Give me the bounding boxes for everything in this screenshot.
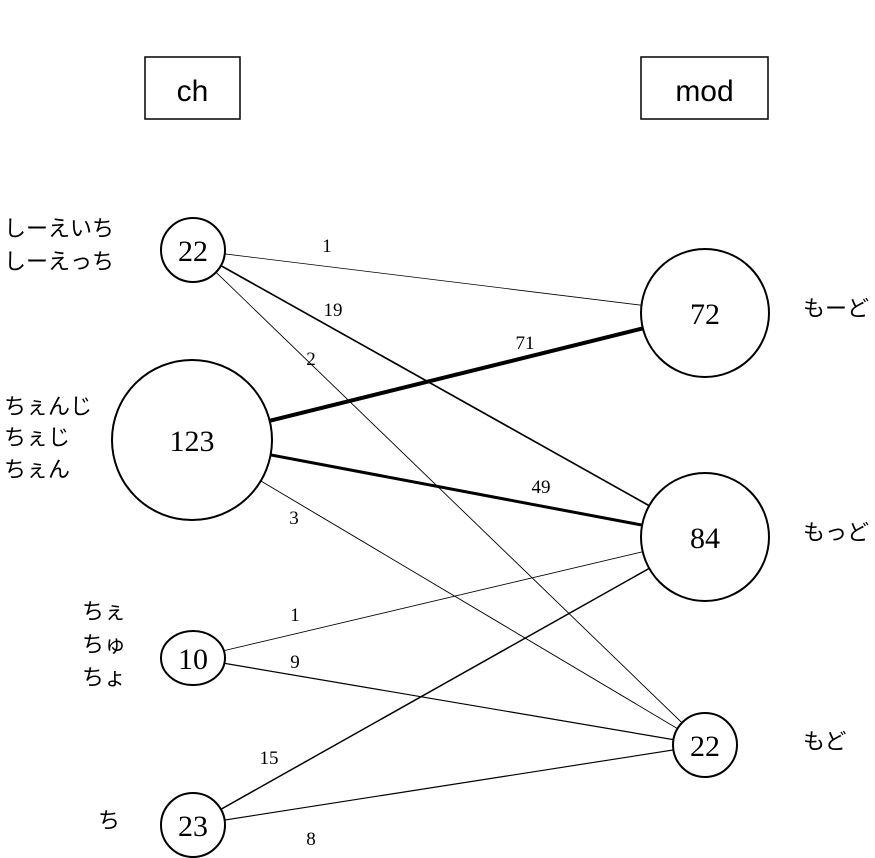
node-L3: 10 bbox=[160, 630, 226, 686]
edge-label-L2-R3: 3 bbox=[289, 508, 299, 529]
node-R3-count: 22 bbox=[690, 730, 720, 763]
edge-label-L4-R3: 8 bbox=[306, 829, 316, 850]
left-label-L1-1: しーえっち bbox=[4, 250, 114, 275]
node-R1-count: 72 bbox=[690, 298, 720, 331]
node-R2: 84 bbox=[640, 472, 770, 602]
left-label-L2-0: ちぇんじ bbox=[4, 395, 92, 420]
edge-L4-R3 bbox=[192, 744, 706, 826]
edge-L2-R1 bbox=[191, 311, 706, 442]
right-label-R2-0: もっど bbox=[803, 521, 869, 546]
edge-label-L2-R1: 71 bbox=[516, 333, 535, 354]
node-R3: 22 bbox=[672, 712, 738, 778]
edge-label-L2-R2: 49 bbox=[532, 477, 551, 498]
side-labels-layer: しーえいち しーえっち ちぇんじ ちぇじ ちぇん ちぇ ちゅ ちょ ち もーど … bbox=[4, 217, 869, 834]
edge-label-L1-R1: 1 bbox=[322, 236, 332, 257]
node-L2-count: 123 bbox=[170, 425, 215, 458]
nodes-layer: 22 123 10 23 72 84 22 bbox=[111, 217, 770, 858]
node-L2: 123 bbox=[111, 359, 273, 521]
edge-L1-R1 bbox=[192, 249, 706, 314]
node-R1: 72 bbox=[640, 248, 770, 378]
edge-label-L1-R2: 19 bbox=[324, 300, 343, 321]
edge-labels-layer: 1 19 2 71 49 3 1 9 15 8 bbox=[260, 236, 551, 850]
right-label-R3-0: もど bbox=[803, 730, 847, 755]
edge-label-L1-R3: 2 bbox=[306, 349, 316, 370]
edge-L3-R2 bbox=[192, 536, 706, 659]
header-right-text: mod bbox=[675, 75, 733, 108]
edge-label-L4-R2: 15 bbox=[260, 748, 279, 769]
node-L4-count: 23 bbox=[178, 810, 208, 843]
edge-label-L3-R3: 9 bbox=[290, 652, 300, 673]
edge-L2-R2 bbox=[191, 438, 706, 539]
left-label-L3-1: ちゅ bbox=[82, 633, 126, 658]
header-left: ch bbox=[144, 56, 241, 120]
edge-label-L3-R2: 1 bbox=[290, 605, 300, 626]
left-label-L3-0: ちぇ bbox=[82, 600, 126, 625]
node-L3-count: 10 bbox=[178, 643, 208, 676]
left-label-L1-0: しーえいち bbox=[4, 217, 114, 242]
edge-L2-R3 bbox=[191, 439, 706, 746]
node-R2-count: 84 bbox=[690, 522, 720, 555]
edge-L1-R3 bbox=[192, 249, 706, 746]
edge-L3-R3 bbox=[192, 657, 706, 746]
node-L1: 22 bbox=[160, 217, 226, 283]
left-label-L2-2: ちぇん bbox=[4, 458, 70, 483]
edge-L4-R2 bbox=[192, 536, 706, 826]
left-label-L3-2: ちょ bbox=[82, 666, 126, 691]
node-L4: 23 bbox=[160, 792, 226, 858]
edges-layer bbox=[191, 249, 706, 826]
edge-L1-R2 bbox=[192, 249, 706, 538]
header-left-text: ch bbox=[177, 75, 209, 108]
left-label-L2-1: ちぇじ bbox=[4, 426, 70, 451]
right-label-R1-0: もーど bbox=[803, 297, 869, 322]
header-right: mod bbox=[640, 56, 769, 120]
left-label-L4-0: ち bbox=[98, 809, 120, 834]
node-L1-count: 22 bbox=[178, 235, 208, 268]
